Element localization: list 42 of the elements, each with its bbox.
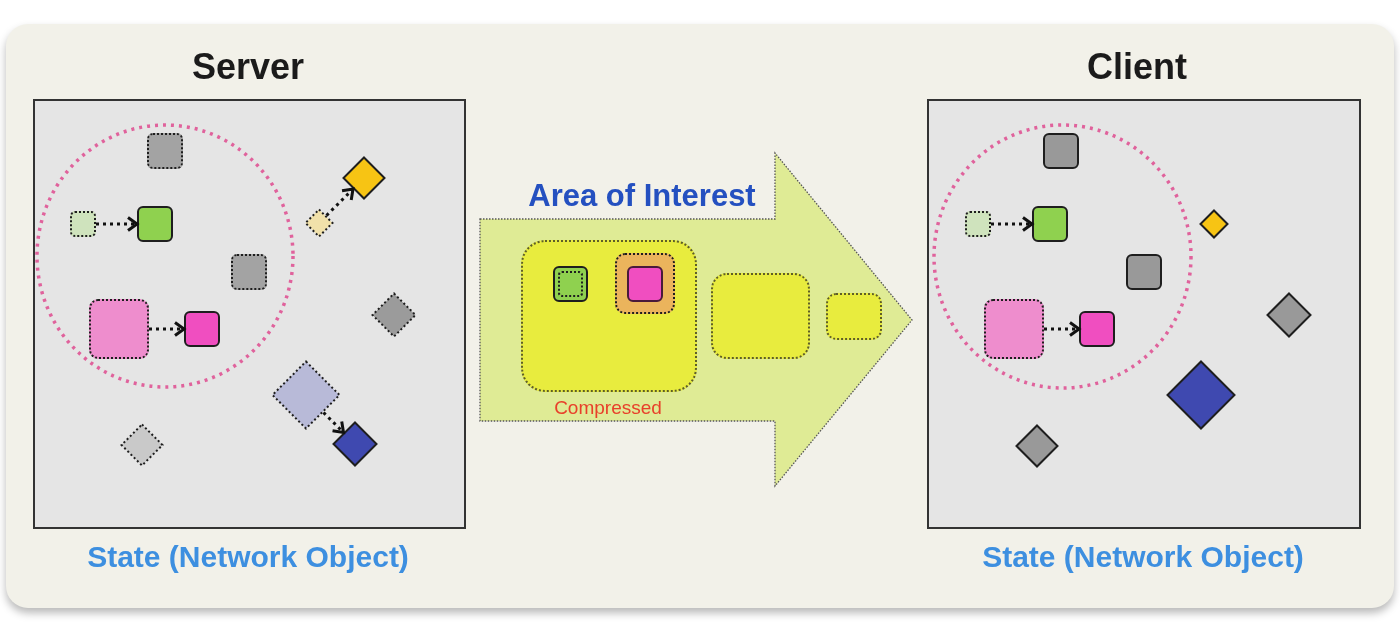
object-square	[1079, 311, 1115, 347]
faded-object-diamond	[120, 423, 164, 467]
object-diamond	[1015, 424, 1059, 468]
faded-object-diamond	[304, 208, 334, 238]
dotted-arrow	[991, 216, 1034, 232]
object-diamond	[1199, 209, 1229, 239]
object-square	[1126, 254, 1162, 290]
object-square	[627, 266, 663, 302]
faded-object-diamond	[371, 292, 417, 338]
panel-caption: State (Network Object)	[982, 539, 1304, 575]
faded-object-square	[89, 299, 149, 359]
object-square	[1043, 133, 1079, 169]
interest-range-circle	[932, 123, 1193, 390]
dotted-arrow	[322, 411, 345, 434]
faded-object-square	[965, 211, 991, 237]
block-arrow	[479, 152, 913, 487]
object-diamond	[332, 421, 378, 467]
dotted-arrow	[325, 187, 355, 217]
wrapper-box	[615, 253, 675, 314]
panel-title: Server	[191, 46, 305, 88]
panel-title: Client	[1087, 46, 1187, 88]
dotted-arrow	[149, 321, 186, 337]
object-diamond	[342, 156, 386, 200]
dotted-arrow	[96, 216, 139, 232]
object-square	[184, 311, 220, 347]
arrow-title: Area of Interest	[528, 178, 756, 214]
interest-range-circle	[35, 123, 295, 389]
object-diamond	[1166, 360, 1236, 430]
faded-object-diamond	[271, 360, 341, 430]
dotted-arrow	[1044, 321, 1081, 337]
packet-box	[826, 293, 882, 340]
faded-object-square	[984, 299, 1044, 359]
object-diamond	[1266, 292, 1312, 338]
faded-object-square	[70, 211, 96, 237]
panel-caption: State (Network Object)	[87, 539, 409, 575]
faded-object-square	[231, 254, 267, 290]
object-square	[1032, 206, 1068, 242]
object-square	[137, 206, 173, 242]
packet-box	[711, 273, 810, 359]
faded-object-square	[147, 133, 183, 169]
compressed-group-box	[521, 240, 697, 392]
group-caption: Compressed	[554, 397, 662, 419]
